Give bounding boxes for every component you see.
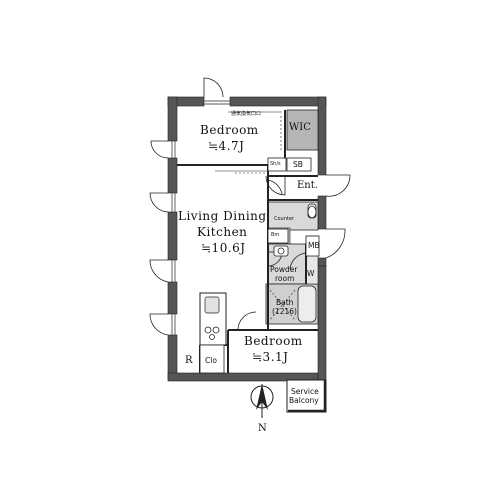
closet-lines <box>215 111 296 321</box>
windows <box>171 100 230 335</box>
bathtub <box>297 285 317 323</box>
powder-room-line2: room <box>275 274 295 283</box>
bath-line1: Bath <box>276 298 294 307</box>
bath-line2: (1216) <box>272 307 297 316</box>
sink <box>204 296 220 314</box>
refrigerator-label: R <box>185 355 193 366</box>
storage-boxes <box>267 157 320 257</box>
entrance-label: Ent. <box>297 180 318 191</box>
service-balcony-line2: Balcony <box>289 396 319 405</box>
vent-note: 通気換気口ロ <box>231 111 262 117</box>
service-balcony <box>286 379 327 413</box>
bedroom-1-area: ≒4.7J <box>208 139 245 153</box>
wic-label: WIC <box>289 122 311 133</box>
closet-label: Clo <box>205 356 217 365</box>
bm-label: Bm <box>271 232 280 238</box>
ldk-area: ≒10.6J <box>201 241 246 255</box>
compass <box>250 384 274 418</box>
powder-room-line1: Powder <box>270 265 298 274</box>
w-label: W <box>307 269 315 278</box>
fixtures <box>273 203 317 257</box>
wic-fill <box>286 109 319 151</box>
burner <box>204 326 212 334</box>
compass-label: N <box>258 423 267 434</box>
ldk-name-line2: Kitchen <box>197 225 248 239</box>
bedroom-2-name: Bedroom <box>244 334 303 348</box>
sb-label: SB <box>293 160 303 169</box>
bedroom-1-name: Bedroom <box>200 123 259 137</box>
ldk-name-line1: Living Dining <box>178 209 267 223</box>
bedroom-2-area: ≒3.1J <box>252 350 289 364</box>
mb-label: MB <box>308 241 320 250</box>
kitchen-counter <box>199 292 227 374</box>
counter-label: Counter <box>274 216 294 222</box>
service-balcony-line1: Service <box>291 387 319 396</box>
shoes-label: Sh/s <box>270 161 281 167</box>
